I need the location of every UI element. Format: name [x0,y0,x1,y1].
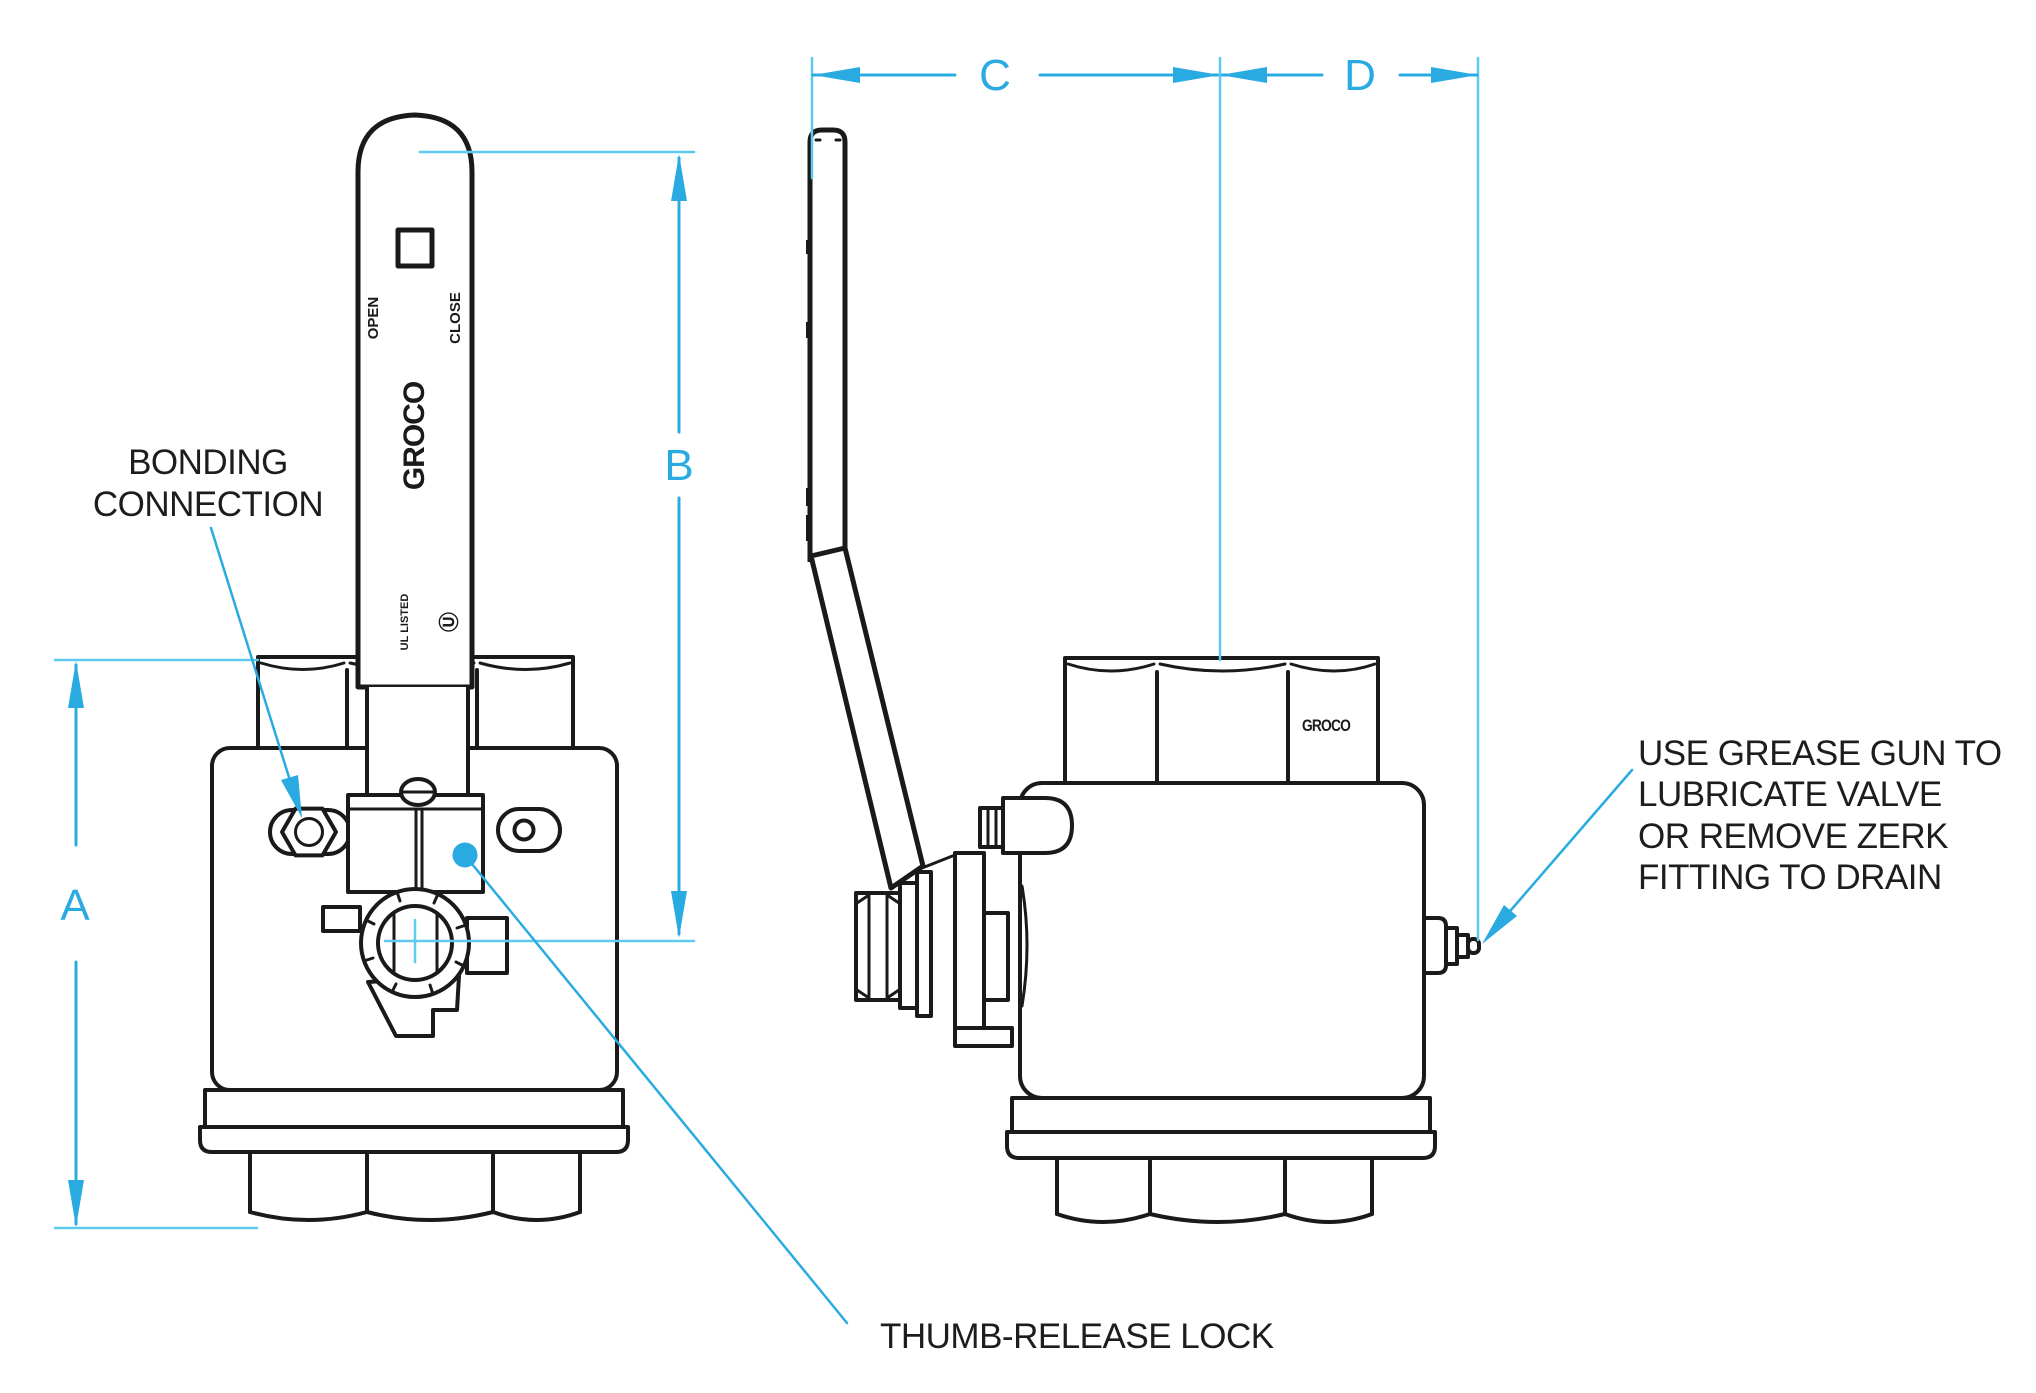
arrowhead-right-icon [1173,67,1220,83]
side-body [1018,781,1426,1100]
pivot-bracket-plate [953,851,986,1042]
dimension-c: C [810,51,1220,180]
handle-pivot-assembly [854,851,1029,1048]
lock-clamp [346,793,485,894]
port-knurling [362,890,468,996]
arrowhead-down-icon [68,1180,84,1227]
thumb-release-callout: THUMB-RELEASE LOCK [452,842,1274,1356]
valve-handle-front: OPEN CLOSE GROCO UL LISTED Ⓤ [355,112,475,690]
side-view: GROCO [806,127,1481,1224]
handle-close-label: CLOSE [447,292,464,344]
bonding-connection-callout: BONDING CONNECTION [93,443,324,818]
bonding-connection-screw [268,806,352,858]
grease-note-line4: FITTING TO DRAIN [1638,858,1942,897]
dim-b-label: B [664,441,693,490]
handle-open-label: OPEN [365,297,382,340]
ul-mark-icon: Ⓤ [438,612,461,632]
arrowhead-right-icon [1431,67,1478,83]
stem-screw [399,777,437,807]
dimension-a: A [53,658,260,1230]
side-flange-band1 [1010,1096,1432,1134]
thumb-lock-label: THUMB-RELEASE LOCK [880,1317,1274,1356]
handle-ul-label: UL LISTED [399,594,411,651]
dimension-b: B [383,150,696,964]
thumb-lock-dot-icon [452,842,478,868]
body-bulge-line [1020,884,1029,1008]
valve-handle-side [806,127,957,891]
body-brand-stamp: GROCO [1302,716,1351,735]
handle-brand-label: GROCO [398,381,431,490]
thumb-lock-leader-line [470,862,849,1325]
pivot-washer-outer [915,870,933,1018]
side-bottom-hex [1055,1156,1374,1224]
front-flange-band1 [203,1088,625,1129]
front-view: OPEN CLOSE GROCO UL LISTED Ⓤ [198,112,630,1222]
pivot-bracket-plate2 [982,911,1010,1002]
arrowhead-up-icon [671,154,687,201]
dim-d-label: D [1344,51,1376,100]
handle-square-hole [395,227,435,269]
port-right-tab [465,916,509,975]
grease-gun-callout: USE GREASE GUN TO LUBRICATE VALVE OR REM… [1482,734,2002,944]
pivot-washer-inner [898,881,919,1010]
mounting-ear [496,807,562,853]
arrowhead-left-icon [813,67,860,83]
arrowhead-down-icon [671,891,687,938]
bonding-label-line2: CONNECTION [93,485,323,524]
arrowhead-icon [281,775,302,818]
arrowhead-icon [1482,905,1517,944]
pivot-hex-nut [854,891,902,1002]
arrowhead-up-icon [68,661,84,708]
side-flange-band2 [1005,1130,1437,1160]
side-top-hex: GROCO [1063,656,1380,785]
grease-leader-line [1490,768,1634,934]
stem-boss [978,796,1074,855]
grease-note-line1: USE GREASE GUN TO [1638,734,2002,773]
dimension-d: D [1218,51,1480,942]
arrowhead-left-icon [1220,67,1267,83]
front-bottom-hex [248,1150,582,1222]
bonding-label-line1: BONDING [128,443,288,482]
handle-side-print-marks [806,240,811,541]
bonding-leader-line [209,526,300,808]
port-left-tab [321,905,362,933]
arm-link-line [920,853,957,870]
pivot-bracket-foot [953,1026,1014,1048]
dim-a-label: A [60,881,90,930]
dim-c-label: C [979,51,1011,100]
grease-note-line2: LUBRICATE VALVE [1638,775,1942,814]
zerk-fitting [1422,916,1481,975]
handle-arm [808,545,926,891]
grease-note-line3: OR REMOVE ZERK [1638,817,1948,856]
front-flange-band2 [198,1125,630,1154]
